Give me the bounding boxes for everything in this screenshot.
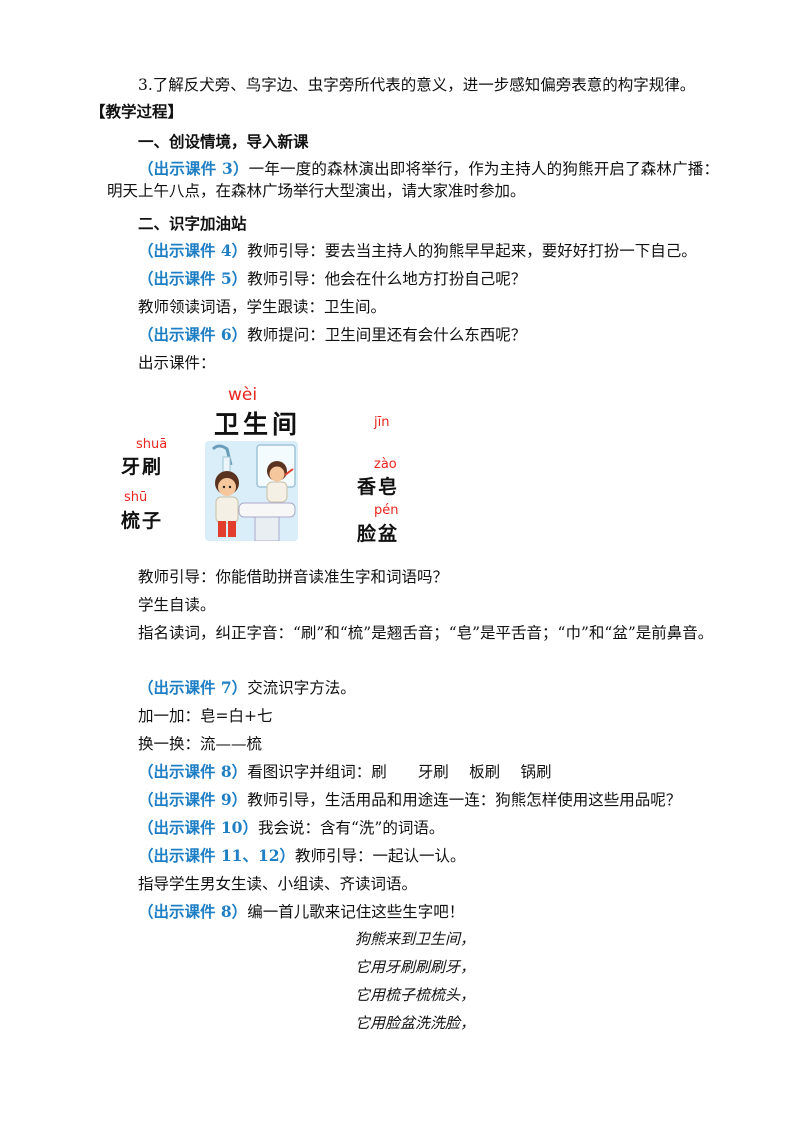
paragraph-text: 教师引导：一起认一认。 <box>295 847 466 865</box>
slide-tag: （出示课件 8） <box>138 902 248 921</box>
paragraph-text: 教师引导，生活用品和用途连一连：狗熊怎样使用这些用品呢？ <box>247 791 682 809</box>
poem-line: 它用牙刷刷刷牙， <box>355 958 476 976</box>
paragraph-slide8-rhyme: （出示课件 8）编一首儿歌来记住这些生字吧！ <box>107 901 464 923</box>
paragraph-add: 加一加：皂=白+七 <box>138 707 273 725</box>
paragraph-text: 交流识字方法。 <box>247 679 356 697</box>
section-heading-process: 【教学过程】 <box>90 102 184 121</box>
word-lianpen: 脸盆 <box>357 523 400 545</box>
paragraph-text: 教师提问：卫生间里还有会什么东西呢？ <box>247 326 527 344</box>
word-xiangzao: 香皂 <box>357 476 400 498</box>
poem-line: 狗熊来到卫生间， <box>355 930 476 948</box>
paragraph-text: 教师引导：要去当主持人的狗熊早早起来，要好好打扮一下自己。 <box>247 242 697 260</box>
slide-tag: （出示课件 3） <box>138 159 249 178</box>
slide-tag: （出示课件 6） <box>138 325 248 344</box>
washbasin <box>238 502 296 518</box>
objective-3: 3.了解反犬旁、鸟字边、虫字旁所代表的意义，进一步感知偏旁表意的构字规律。 <box>138 76 696 94</box>
paragraph-slide9: （出示课件 9）教师引导，生活用品和用途连一连：狗熊怎样使用这些用品呢？ <box>107 789 681 811</box>
basin-stand <box>254 516 280 541</box>
paragraph-slide10: （出示课件 10）我会说：含有“洗”的词语。 <box>107 817 444 839</box>
word-shuzi: 梳子 <box>121 510 164 532</box>
paragraph-text: 教师引导：他会在什么地方打扮自己呢？ <box>247 270 527 288</box>
paragraph-slide5: （出示课件 5）教师引导：他会在什么地方打扮自己呢？ <box>107 268 526 290</box>
paragraph-text: 我会说：含有“洗”的词语。 <box>257 819 445 837</box>
poem-line: 它用脸盆洗洗脸， <box>355 1014 476 1032</box>
pinyin-pen: pén <box>374 503 399 518</box>
paragraph-slide7: （出示课件 7）交流识字方法。 <box>107 677 356 699</box>
slide-tag: （出示课件 4） <box>138 241 248 260</box>
paragraph-text: 编一首儿歌来记住这些生字吧！ <box>247 903 465 921</box>
slide-tag: （出示课件 8） <box>138 762 248 781</box>
slide-tag: （出示课件 7） <box>138 678 248 697</box>
towel-rack <box>211 444 233 466</box>
pinyin-shu: shū <box>124 490 148 505</box>
paragraph-slide11-12: （出示课件 11、12）教师引导：一起认一认。 <box>107 845 466 867</box>
paragraph-slide8: （出示课件 8）看图识字并组词：刷 牙刷 板刷 锅刷 <box>107 761 552 783</box>
paragraph-self-read: 学生自读。 <box>138 596 216 614</box>
boy-figure-left <box>215 471 239 537</box>
step1-paragraph: （出示课件 3）一年一度的森林演出即将举行，作为主持人的狗熊开启了森林广播：明天… <box>107 158 719 202</box>
bathroom-bear-picture <box>205 441 298 541</box>
slide-tag: （出示课件 10） <box>138 818 258 837</box>
slide-tag: （出示课件 9） <box>138 790 248 809</box>
pinyin-zao: zào <box>374 457 397 472</box>
paragraph-swap: 换一换：流——梳 <box>138 735 263 753</box>
paragraph-correct-pronunciation: 指名读词，纠正字音：“刷”和“梳”是翘舌音；“皂”是平舌音；“巾”和“盆”是前鼻… <box>138 624 714 642</box>
paragraph-group-read: 指导学生男女生读、小组读、齐读词语。 <box>138 875 418 893</box>
paragraph-slide4: （出示课件 4）教师引导：要去当主持人的狗熊早早起来，要好好打扮一下自己。 <box>107 240 697 262</box>
word-weishengjian: 卫生间 <box>214 410 302 439</box>
step2-title: 二、识字加油站 <box>138 214 247 233</box>
poem-line: 它用梳子梳梳头， <box>355 986 476 1004</box>
pinyin-wei: wèi <box>228 385 258 405</box>
word-yashua: 牙刷 <box>121 456 164 478</box>
paragraph-text: 一年一度的森林演出即将举行，作为主持人的狗熊开启了森林广播：明天上午八点，在森林… <box>107 160 719 200</box>
paragraph-read: 教师领读词语，学生跟读：卫生间。 <box>138 298 387 316</box>
slide-tag: （出示课件 5） <box>138 269 248 288</box>
paragraph-text: 看图识字并组词：刷 牙刷 板刷 锅刷 <box>247 763 552 781</box>
pinyin-shua: shuā <box>136 437 168 452</box>
step1-title: 一、创设情境，导入新课 <box>138 132 309 151</box>
pinyin-jin: jīn <box>374 415 390 430</box>
paragraph-show-slide: 出示课件： <box>138 354 216 372</box>
boy-figure-right <box>266 461 294 503</box>
paragraph-slide6: （出示课件 6）教师提问：卫生间里还有会什么东西呢？ <box>107 324 526 346</box>
paragraph-guide: 教师引导：你能借助拼音读准生字和词语吗？ <box>138 568 449 586</box>
slide-tag: （出示课件 11、12） <box>138 846 296 865</box>
